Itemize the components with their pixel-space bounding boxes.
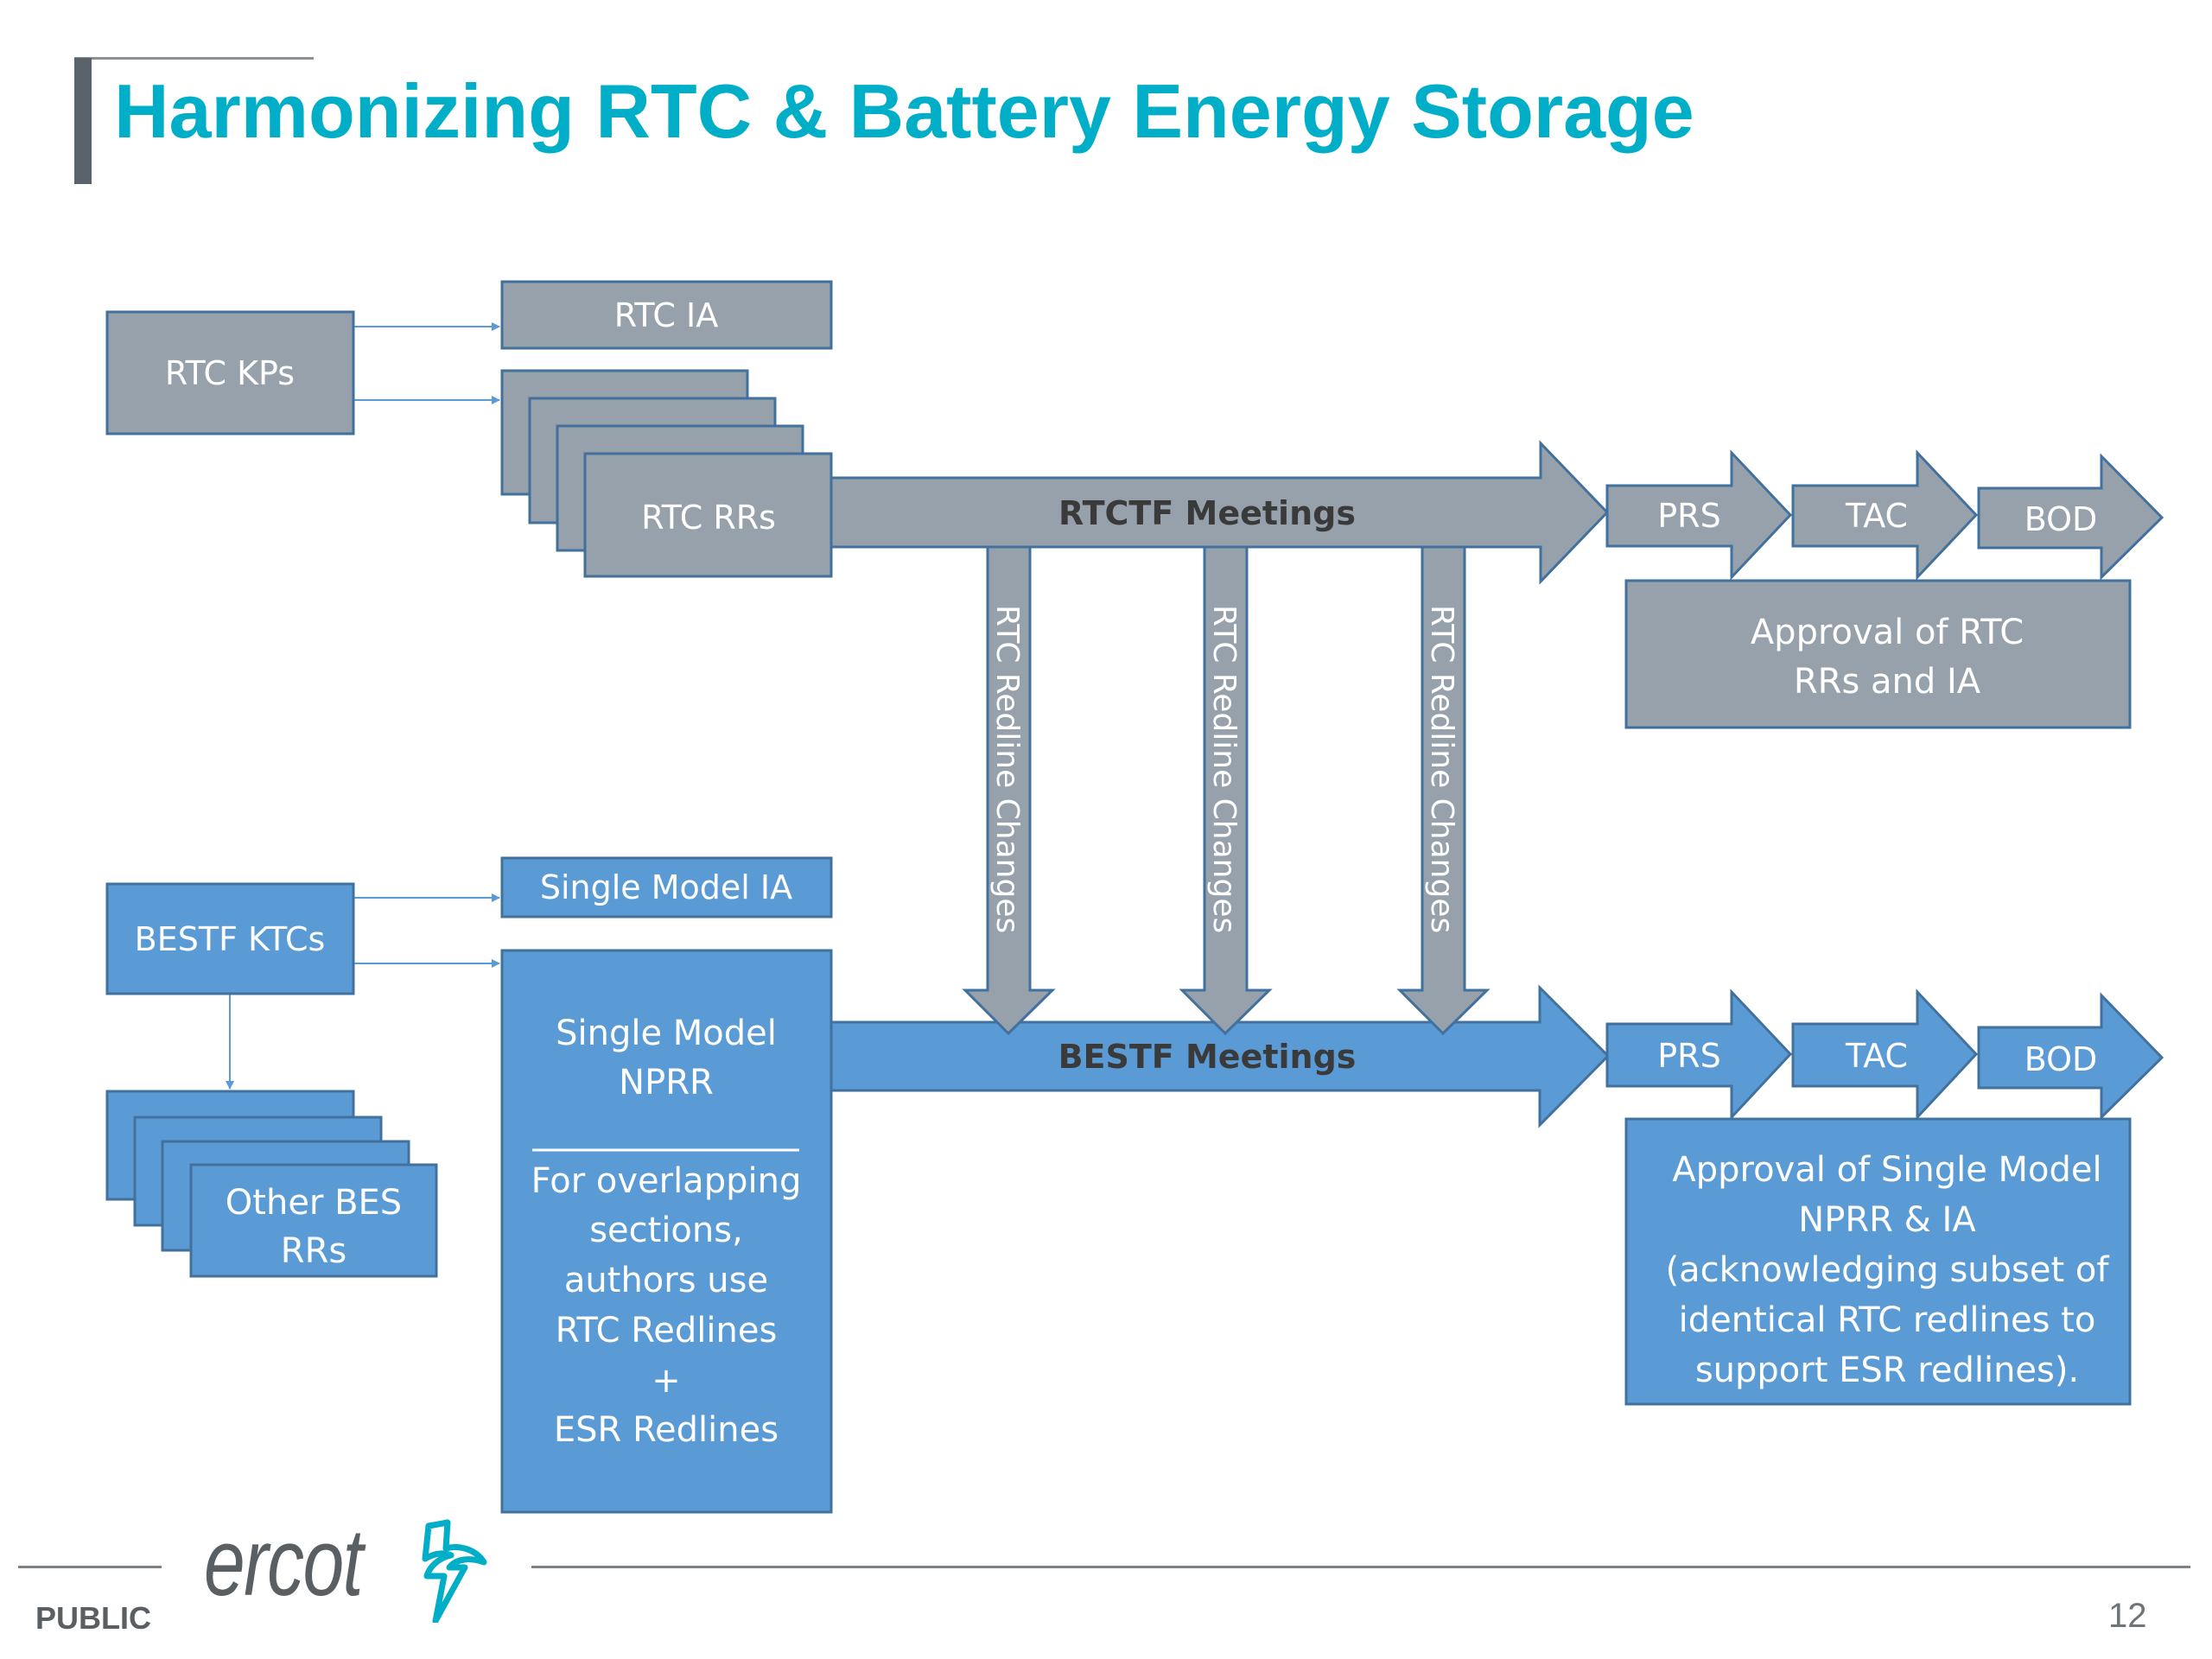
other-bes-rrs-stack[interactable]: Other BES RRs <box>105 1090 438 1278</box>
footer-rule-left <box>18 1566 162 1568</box>
rtc-approval-box[interactable]: Approval of RTC RRs and IA <box>1624 579 2132 729</box>
rtc-rrs-label: RTC RRs <box>641 499 776 537</box>
rtc-approval-line: RRs and IA <box>1794 662 1981 702</box>
redline-arrow-2[interactable]: RTC Redline Changes <box>1179 545 1273 1036</box>
bes-approval-line: support ESR redlines). <box>1695 1351 2079 1390</box>
nprr-note-line: For overlapping <box>531 1161 802 1201</box>
nprr-title-line: Single Model <box>556 1014 777 1053</box>
bes-stage-prs-label: PRS <box>1657 1037 1720 1075</box>
bes-stage-bod[interactable]: BOD <box>1977 992 2164 1121</box>
rtctf-meetings-label: RTCTF Meetings <box>1058 494 1356 532</box>
bestf-ktcs-label: BESTF KTCs <box>135 920 326 958</box>
rtc-stage-tac-label: TAC <box>1845 497 1908 535</box>
process-diagram: RTC KPs RTC IA RTC RRs RTCTF Meetings PR… <box>105 280 2164 1514</box>
nprr-note-line: sections, <box>589 1211 743 1250</box>
bestf-meetings-label: BESTF Meetings <box>1058 1038 1357 1076</box>
redline-arrow-label: RTC Redline Changes <box>1206 605 1242 933</box>
rtc-ia-box[interactable]: RTC IA <box>500 280 833 350</box>
single-model-ia-box[interactable]: Single Model IA <box>500 856 833 918</box>
bes-approval-line: identical RTC redlines to <box>1679 1300 2096 1340</box>
bes-stage-bod-label: BOD <box>2024 1040 2098 1078</box>
bes-stage-tac[interactable]: TAC <box>1791 988 1979 1121</box>
redline-arrow-1[interactable]: RTC Redline Changes <box>962 545 1056 1036</box>
rtc-kps-label: RTC KPs <box>165 354 295 392</box>
rtc-stage-tac[interactable]: TAC <box>1791 449 1979 581</box>
rtc-stage-prs-label: PRS <box>1657 497 1720 535</box>
bestf-meetings-arrow[interactable]: BESTF Meetings <box>830 984 1611 1128</box>
bes-approval-line: NPRR & IA <box>1798 1200 1976 1240</box>
bes-approval-line: Approval of Single Model <box>1672 1150 2101 1190</box>
classification-label: PUBLIC <box>35 1600 151 1636</box>
bes-rr-card <box>189 1163 438 1278</box>
page-number: 12 <box>2108 1597 2147 1635</box>
rtc-approval-line: Approval of RTC <box>1751 613 2024 652</box>
single-model-ia-label: Single Model IA <box>540 868 792 906</box>
rtc-rr-card <box>583 452 833 578</box>
title-bracket-top <box>74 57 314 60</box>
redline-arrow-label: RTC Redline Changes <box>989 605 1025 933</box>
ercot-lightning-texas-icon <box>422 1519 487 1623</box>
redline-arrow-label: RTC Redline Changes <box>1424 605 1459 933</box>
ercot-logo-text: ercot <box>204 1510 364 1616</box>
bes-stage-tac-label: TAC <box>1845 1037 1908 1075</box>
nprr-note-line: + <box>652 1361 681 1401</box>
slide-title: Harmonizing RTC & Battery Energy Storage <box>114 68 1694 154</box>
bes-approval-line: (acknowledging subset of <box>1666 1250 2110 1290</box>
other-bes-rrs-line: RRs <box>281 1231 346 1271</box>
rtc-stage-bod[interactable]: BOD <box>1977 453 2164 581</box>
nprr-note-line: ESR Redlines <box>554 1410 779 1450</box>
nprr-note-line: RTC Redlines <box>556 1311 778 1351</box>
other-bes-rrs-line: Other BES <box>226 1183 402 1223</box>
title-bracket-bar <box>74 58 92 184</box>
rtc-ia-label: RTC IA <box>614 296 718 334</box>
rtc-stage-prs[interactable]: PRS <box>1605 449 1793 581</box>
redline-arrow-3[interactable]: RTC Redline Changes <box>1396 545 1491 1036</box>
rtc-stage-bod-label: BOD <box>2024 500 2098 538</box>
rtc-kps-box[interactable]: RTC KPs <box>105 310 355 435</box>
nprr-title-line: NPRR <box>619 1063 714 1103</box>
bestf-ktcs-box[interactable]: BESTF KTCs <box>105 882 355 995</box>
bes-stage-prs[interactable]: PRS <box>1605 988 1793 1121</box>
nprr-note-line: authors use <box>564 1261 768 1300</box>
single-model-nprr-box[interactable]: Single Model NPRR For overlapping sectio… <box>500 949 833 1514</box>
bes-approval-box[interactable]: Approval of Single Model NPRR & IA (ackn… <box>1624 1117 2132 1406</box>
rtc-rrs-stack[interactable]: RTC RRs <box>500 369 833 578</box>
footer-rule-right <box>531 1566 2190 1568</box>
